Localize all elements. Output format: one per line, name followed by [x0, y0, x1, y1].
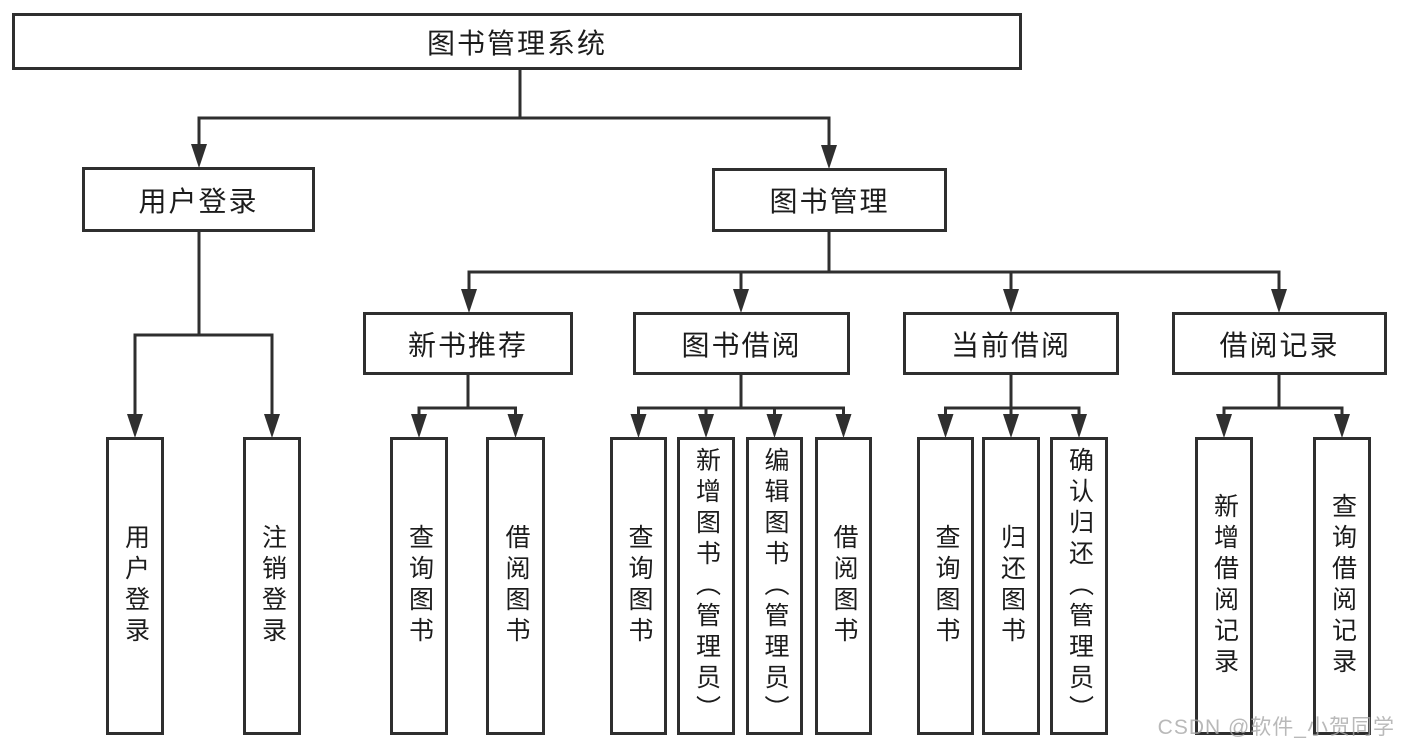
- node-user-login: 用户登录: [82, 167, 315, 232]
- node-query-books-recommend: 查询图书: [390, 437, 448, 735]
- node-logout-leaf: 注销登录: [243, 437, 301, 735]
- connector-borrowing-to-children: [637, 373, 845, 422]
- node-edit-books-admin: 编辑图书（管理员）: [746, 437, 803, 735]
- connector-newbook-to-children: [417, 373, 517, 422]
- connector-current-to-children: [944, 373, 1081, 422]
- node-system-root: 图书管理系统: [12, 13, 1022, 70]
- node-return-books: 归还图书: [982, 437, 1040, 735]
- node-book-borrowing: 图书借阅: [633, 312, 850, 375]
- connector-bookmgmt-to-children: [467, 230, 1281, 297]
- node-query-books-borrowing: 查询图书: [610, 437, 667, 735]
- node-borrow-books-leaf: 借阅图书: [815, 437, 872, 735]
- connector-records-to-children: [1222, 373, 1344, 422]
- node-add-books-admin: 新增图书（管理员）: [677, 437, 735, 735]
- node-current-borrowing: 当前借阅: [903, 312, 1119, 375]
- node-query-borrow-record: 查询借阅记录: [1313, 437, 1371, 735]
- node-book-management: 图书管理: [712, 168, 947, 232]
- connector-userlogin-to-children: [133, 230, 274, 422]
- watermark: CSDN @软件_小贺同学: [1157, 716, 1395, 739]
- node-user-login-leaf: 用户登录: [106, 437, 164, 735]
- arrowheads: [127, 144, 1350, 438]
- node-confirm-return-admin: 确认归还（管理员）: [1050, 437, 1108, 735]
- node-borrowing-records: 借阅记录: [1172, 312, 1387, 375]
- node-new-book-recommendation: 新书推荐: [363, 312, 573, 375]
- connector-root-to-level2: [197, 67, 831, 153]
- node-query-books-current: 查询图书: [917, 437, 974, 735]
- node-borrow-books-recommend: 借阅图书: [486, 437, 545, 735]
- node-add-borrow-record: 新增借阅记录: [1195, 437, 1253, 735]
